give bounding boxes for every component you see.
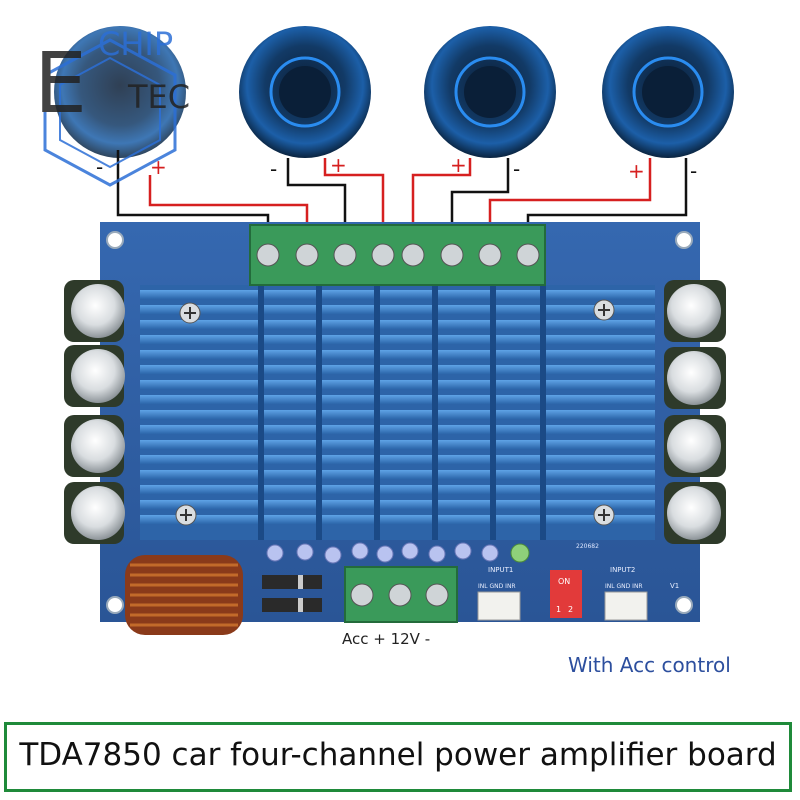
- polarity-mark: +: [628, 159, 645, 183]
- acc-control-note: With Acc control: [568, 653, 731, 677]
- polarity-mark: +: [450, 153, 467, 177]
- power-input-label: Acc + 12V -: [342, 630, 431, 648]
- speaker-wires: [116, 150, 688, 235]
- polarity-mark: -: [96, 155, 103, 179]
- dip-switch: ON 1 2: [550, 570, 582, 618]
- chiptec-watermark-logo: E CHIP TEC: [34, 25, 190, 187]
- chip-code: 220682: [576, 543, 599, 550]
- input-connectors: INPUT1 INL GND INR INPUT2 INL GND INR V1: [477, 566, 679, 621]
- speaker-1: [239, 26, 371, 158]
- capacitors-left: [64, 280, 125, 544]
- speaker-0-partial: [54, 26, 186, 158]
- power-terminal-block: [344, 566, 458, 623]
- polarity-marks: - + - + + - + -: [96, 153, 697, 183]
- dip-pos2-label: 2: [568, 605, 573, 614]
- polarity-mark: -: [513, 157, 520, 181]
- watermark-line1: CHIP: [98, 25, 173, 63]
- input1-title: INPUT1: [488, 566, 513, 574]
- input2-pins: INL GND INR: [605, 583, 643, 590]
- watermark-line2: TEC: [127, 78, 190, 116]
- dip-pos1-label: 1: [556, 605, 561, 614]
- output-terminal-block: [249, 224, 546, 286]
- caption-box: TDA7850 car four-channel power amplifier…: [4, 722, 792, 792]
- product-caption: TDA7850 car four-channel power amplifier…: [19, 737, 777, 773]
- toroid-inductor: [125, 555, 243, 635]
- board-version: V1: [670, 582, 679, 590]
- watermark-letter: E: [34, 34, 87, 132]
- polarity-mark: -: [270, 157, 277, 181]
- small-capacitors: [266, 542, 530, 564]
- terminal-screws: [256, 243, 540, 267]
- heatsink-screws: [175, 299, 615, 526]
- input1-pins: INL GND INR: [478, 583, 516, 590]
- speaker-3: [602, 26, 734, 158]
- diodes: [262, 575, 322, 612]
- capacitors-right: [664, 280, 726, 544]
- polarity-mark: +: [330, 153, 347, 177]
- input2-title: INPUT2: [610, 566, 635, 574]
- polarity-mark: -: [690, 159, 697, 183]
- dip-on-label: ON: [558, 577, 570, 586]
- speaker-2: [424, 26, 556, 158]
- heatsink: [140, 285, 655, 540]
